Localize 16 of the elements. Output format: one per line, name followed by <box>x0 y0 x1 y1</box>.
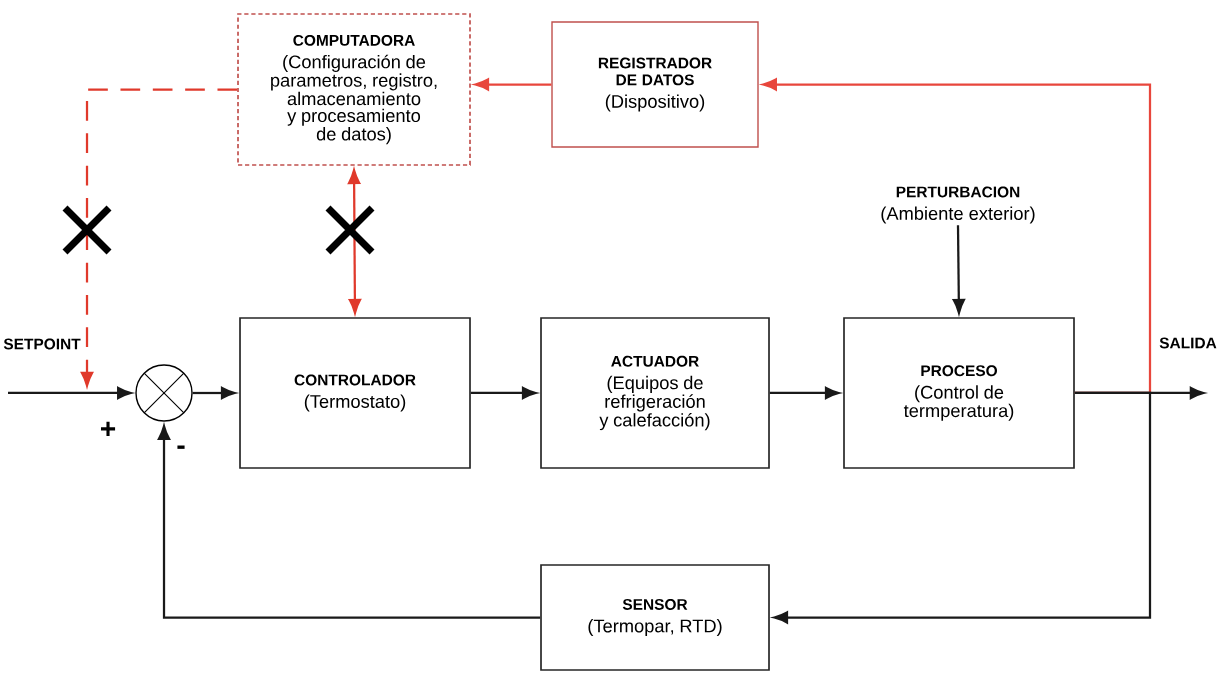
computer-box: COMPUTADORA (Configuración de parametros, registro, almacenamiento y procesamiento de datos) <box>237 13 471 166</box>
signal-label: SALIDA <box>1159 337 1217 349</box>
arrow <box>347 169 362 314</box>
arrow <box>80 88 238 387</box>
signal-label: SETPOINT <box>3 338 81 350</box>
process-box: ACTUADOR (Equipos de refrigeración y calefacción) <box>540 317 770 469</box>
sign-label: + <box>101 421 116 437</box>
process-box: CONTROLADOR (Termostato) <box>239 317 471 469</box>
arrow <box>8 386 132 400</box>
arrow <box>470 386 537 400</box>
process-box: SENSOR (Termopar, RTD) <box>540 564 770 671</box>
arrow <box>157 425 541 619</box>
summing-junction <box>135 364 193 422</box>
sign-label: - <box>177 445 185 449</box>
arrow <box>192 386 236 400</box>
data-logger-box: REGISTRADOR DE DATOS (Dispositivo) <box>551 21 759 148</box>
